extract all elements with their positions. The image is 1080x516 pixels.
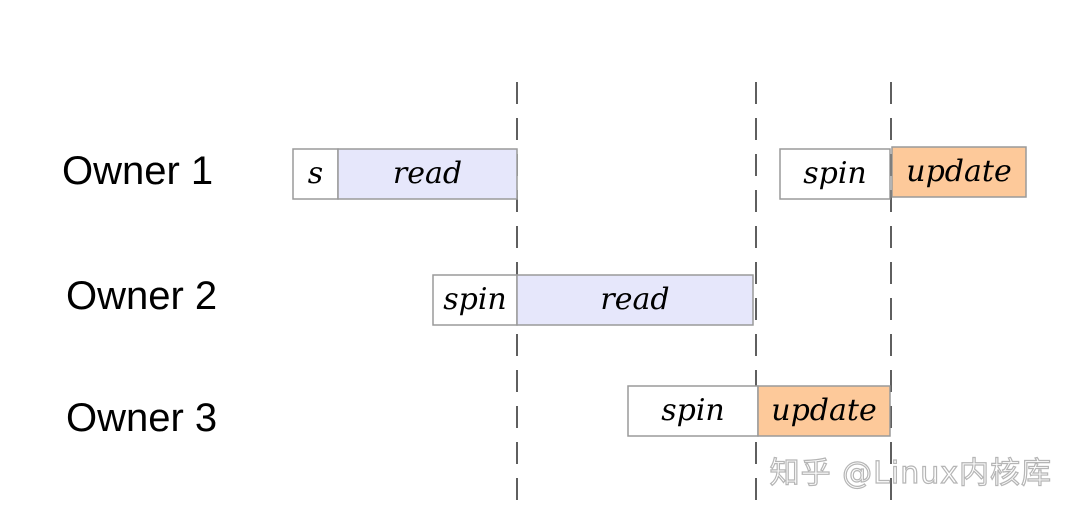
segment-box (891, 146, 1027, 198)
segment-label: spin (443, 282, 507, 317)
segment-spin: spin (432, 274, 518, 326)
segment-spin: spin (779, 148, 891, 200)
segment-update: update (757, 385, 891, 437)
segment-box (292, 148, 339, 200)
segment-box (757, 385, 891, 437)
segment-s: s (292, 148, 339, 200)
segment-label: s (308, 156, 323, 191)
segment-label: spin (661, 393, 725, 428)
segment-label: read (600, 282, 669, 317)
owner-row-2: Owner 2 spin read (66, 274, 754, 326)
segment-spin: spin (627, 385, 759, 437)
segment-read: read (516, 274, 754, 326)
watermark: 知乎 @Linux内核库 (769, 455, 1052, 491)
segment-label: read (393, 156, 462, 191)
segment-update: update (891, 146, 1027, 198)
segment-label: update (771, 393, 876, 428)
owner-row-3: Owner 3 spin update (66, 385, 891, 440)
segment-box (432, 274, 518, 326)
segment-box (337, 148, 518, 200)
owner-row-1: Owner 1 s read spin update (62, 146, 1027, 200)
segment-box (779, 148, 891, 200)
segment-label: spin (803, 156, 867, 191)
segment-label: update (906, 154, 1011, 189)
segment-box (516, 274, 754, 326)
owner-label-1: Owner 1 (62, 149, 213, 193)
segment-box (627, 385, 759, 437)
owner-label-2: Owner 2 (66, 274, 217, 318)
owner-label-3: Owner 3 (66, 396, 217, 440)
segment-read: read (337, 148, 518, 200)
